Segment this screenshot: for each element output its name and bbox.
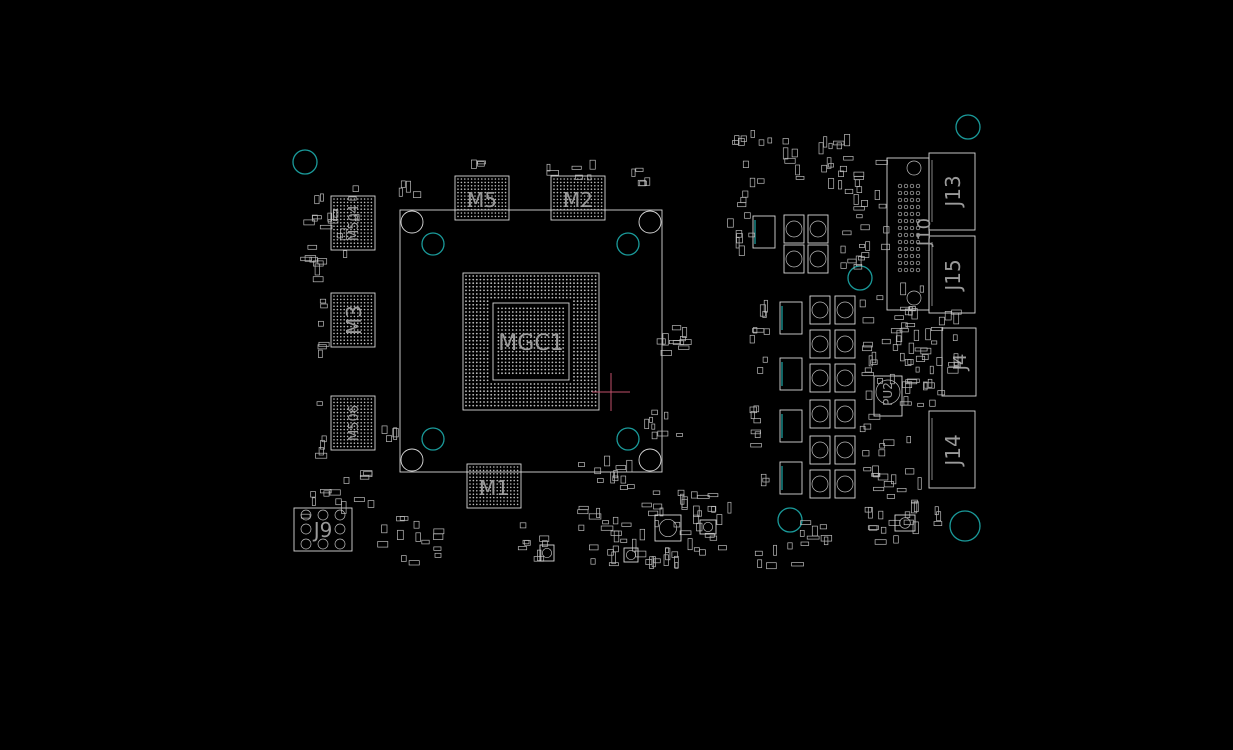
gpu-die-outline [492,302,570,381]
gpu-ball-array [465,275,597,407]
connector-j14[interactable]: J14 [928,410,976,489]
gpu-chip[interactable]: MGC1 [462,272,600,411]
gpu-package-outline [462,272,600,411]
connector-j10[interactable]: J10 [886,157,935,311]
connector-outline [928,410,976,489]
memory-m2[interactable]: M2 [550,175,606,221]
smd-components [300,130,962,570]
mount-hole[interactable] [616,232,640,256]
mount-hole[interactable] [777,507,803,533]
mounting-holes [292,114,981,542]
mount-hole[interactable] [955,114,981,140]
ic-outline [873,375,903,417]
connector-outline [886,157,930,311]
memory-outline [466,463,522,509]
memory-outline [330,395,376,451]
ic-label: PU2 [881,382,895,406]
mount-hole[interactable] [949,510,981,542]
memory-ball-array [333,295,373,345]
memory-m5[interactable]: M5 [454,175,510,221]
mount-hole[interactable] [616,427,640,451]
memory-outline [454,175,510,221]
memory-ball-array [333,398,373,448]
memory-label: M2 [563,188,593,212]
mount-hole[interactable] [292,149,318,175]
connector-label: J9 [312,518,333,542]
memory-label: M1 [479,476,509,500]
gpu-bracket [399,209,663,473]
ic-pu2[interactable]: PU2 [873,375,903,417]
connector-j15[interactable]: J15 [928,235,976,314]
connector-label: J10 [914,218,935,247]
mount-hole[interactable] [421,427,445,451]
connector-label: J13 [941,175,965,208]
bracket-screw [400,448,424,472]
memory-outline [550,175,606,221]
memory-ball-array [457,178,507,218]
memory-label: M506 [347,405,362,441]
memory-outline [330,292,376,348]
vrm-components [752,214,856,499]
bracket-screw [638,210,662,234]
memory-m1[interactable]: M1 [466,463,522,509]
memory-label: M3 [342,305,366,335]
mount-hole[interactable] [421,232,445,256]
bracket-screw [400,210,424,234]
bracket-screw [638,448,662,472]
memory-label: M5 [467,188,497,212]
memory-m3[interactable]: M3 [330,292,376,348]
gpu-label: MGC1 [498,331,563,356]
connector-label: J15 [941,259,965,292]
memory-ball-array [553,178,603,218]
cursor-crosshair [592,373,630,411]
gpu-bracket-outline [399,209,663,473]
connector-j13[interactable]: J13 [928,152,976,231]
memory-label: M504 [347,205,362,241]
memory-m506[interactable]: M506 [330,395,376,451]
connector-j9[interactable]: J9 [293,507,353,552]
connector-outline [293,507,353,552]
connector-label: J14 [941,434,965,467]
connector-pin-array [897,183,921,273]
memory-ball-array [469,466,519,506]
